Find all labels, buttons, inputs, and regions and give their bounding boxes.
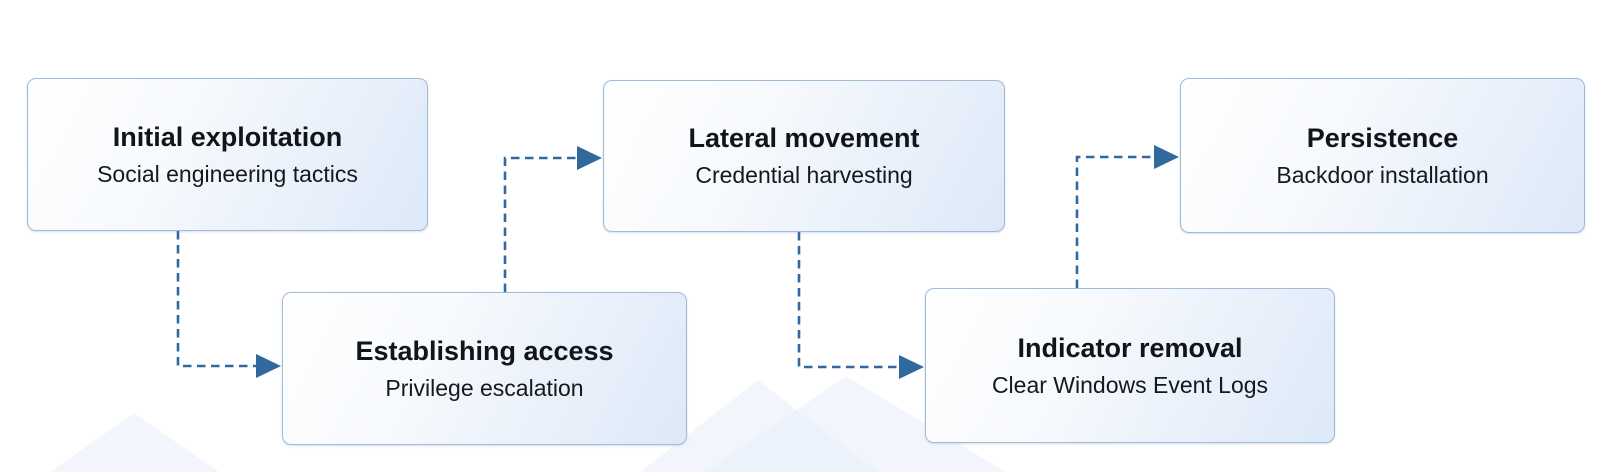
- mountain-watermark: [50, 413, 219, 472]
- node-title: Initial exploitation: [112, 121, 343, 152]
- node-title: Lateral movement: [688, 123, 920, 153]
- mountain-watermark: [706, 376, 1006, 472]
- node-persistence: Persistence Backdoor installation: [1180, 78, 1585, 233]
- node-title: Indicator removal: [1017, 332, 1243, 363]
- node-subtitle: Privilege escalation: [385, 374, 584, 401]
- node-subtitle: Social engineering tactics: [97, 160, 358, 187]
- connector-initial-to-establishing: [176, 231, 256, 368]
- node-lateral-movement: Lateral movement Credential harvesting: [603, 80, 1005, 232]
- node-title: Persistence: [1306, 122, 1459, 153]
- connector-establishing-to-lateral: [503, 156, 577, 292]
- node-subtitle: Clear Windows Event Logs: [991, 371, 1269, 398]
- node-subtitle: Backdoor installation: [1276, 161, 1489, 188]
- connector-lateral-to-indicator: [797, 232, 899, 369]
- connector-indicator-to-persistence: [1075, 155, 1154, 288]
- node-indicator-removal: Indicator removal Clear Windows Event Lo…: [925, 288, 1335, 443]
- node-establishing-access: Establishing access Privilege escalation: [282, 292, 687, 445]
- node-subtitle: Credential harvesting: [695, 162, 913, 189]
- arrowhead-icon: [256, 354, 281, 378]
- node-title: Establishing access: [355, 335, 614, 366]
- node-initial-exploitation: Initial exploitation Social engineering …: [27, 78, 428, 231]
- arrowhead-icon: [899, 355, 924, 379]
- arrowhead-icon: [1154, 145, 1179, 169]
- arrowhead-icon: [577, 146, 602, 170]
